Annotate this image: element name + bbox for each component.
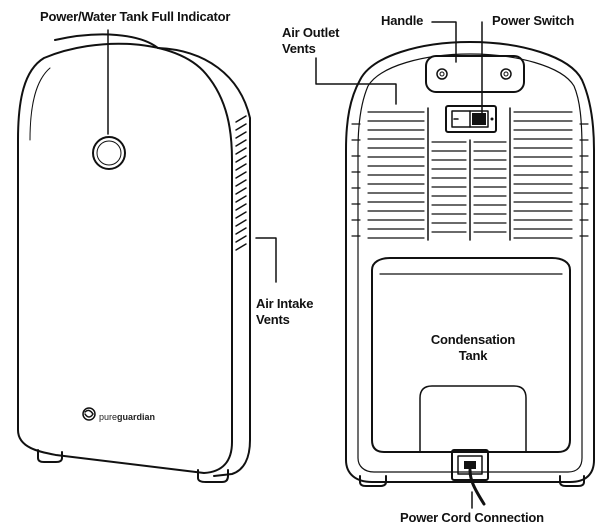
label-outlet-line2: Vents [282, 41, 316, 56]
power-cord-plug [464, 461, 476, 469]
front-foot-left [37, 449, 63, 463]
label-power-switch: Power Switch [492, 13, 575, 28]
front-foot-right [197, 469, 229, 483]
handle-leader [431, 21, 457, 63]
tank-handle-cutout [419, 385, 527, 453]
label-cord: Power Cord Connection [400, 510, 544, 525]
power-cord [468, 468, 486, 506]
front-panel-inner-edge [29, 67, 51, 141]
outlet-leader [315, 57, 397, 105]
handle-screw-right-inner [503, 71, 509, 77]
label-intake-line1: Air Intake [256, 296, 314, 311]
front-panel [17, 42, 233, 474]
label-tank-line2: Tank [458, 348, 488, 363]
label-outlet-line1: Air Outlet [282, 25, 340, 40]
back-foot-left [359, 475, 387, 487]
power-switch-housing [445, 105, 497, 133]
brand-logo-icon-mark [84, 409, 94, 418]
handle-screw-right [500, 68, 512, 80]
brand-logo-icon [82, 407, 96, 421]
brand-logo: pureguardian [99, 412, 155, 423]
condensation-tank [371, 257, 571, 453]
brand-prefix: pure [99, 412, 118, 422]
front-view [17, 33, 251, 483]
back-body-outer [345, 41, 595, 483]
front-top-back-edge [54, 33, 159, 49]
back-body-inner [357, 53, 583, 473]
label-intake-line2: Vents [256, 312, 290, 327]
intake-leader [255, 237, 277, 283]
label-indicator: Power/Water Tank Full Indicator [40, 9, 231, 24]
power-indicator-light-inner [96, 140, 122, 166]
handle-screw-left-inner [439, 71, 445, 77]
back-view [345, 41, 595, 506]
power-switch-rocker-fill [472, 113, 486, 125]
brand-suffix: guardian [117, 412, 156, 422]
label-handle: Handle [381, 13, 424, 28]
power-switch-indicator [490, 117, 494, 121]
air-outlet-vents [351, 111, 589, 239]
handle [425, 55, 525, 93]
label-tank-line1: Condensation [430, 332, 516, 347]
handle-screw-left [436, 68, 448, 80]
air-intake-vents [235, 115, 247, 251]
back-foot-right [559, 475, 585, 487]
power-indicator-light [92, 136, 126, 170]
front-side-panel [157, 47, 251, 477]
power-switch-rocker [453, 110, 471, 128]
